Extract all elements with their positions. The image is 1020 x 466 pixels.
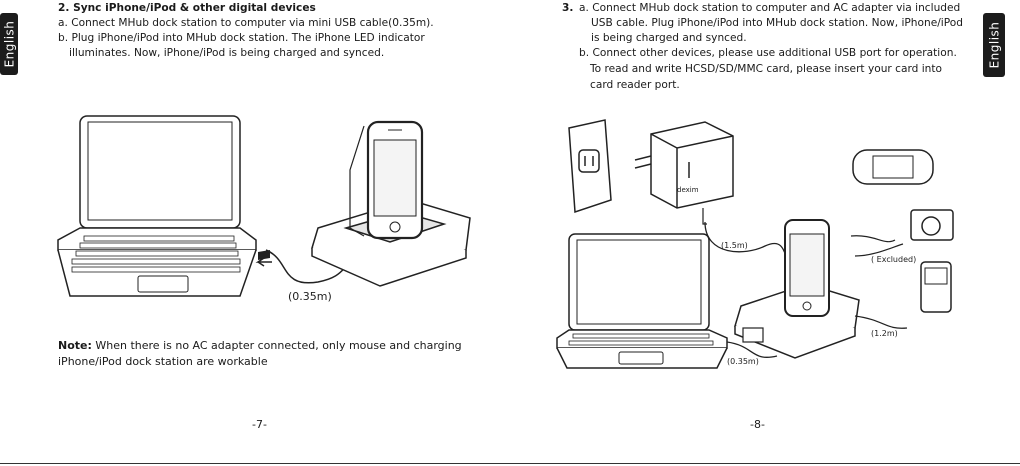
note-line1: Note: When there is no AC adapter connec…: [58, 338, 462, 354]
note-label: Note:: [58, 339, 92, 352]
page-number-left: -7-: [252, 418, 267, 431]
dock-station-illustration: [734, 219, 860, 359]
note-line2: iPhone/iPod dock station are workable: [58, 355, 268, 368]
cable-length-1-5m: (1.5m): [721, 241, 748, 250]
language-tab-label: English: [987, 21, 1001, 69]
connection-illustration: dexim: [556, 119, 954, 369]
step-b-text-line3: card reader port.: [590, 79, 680, 91]
step-number: 3.: [562, 2, 574, 14]
step-b-text-line2: To read and write HCSD/SD/MMC card, plea…: [590, 63, 943, 75]
cable-length-label: (0.35m): [288, 290, 332, 303]
ac-adapter-illustration: [634, 121, 734, 225]
dock-station-illustration: [311, 120, 471, 287]
game-console-illustration: [852, 149, 934, 185]
language-tab-label: English: [2, 20, 16, 68]
step-a-text-line2: USB cable. Plug iPhone/iPod into MHub do…: [591, 17, 963, 29]
step-a-text-line1: a. Connect MHub dock station to computer…: [579, 2, 961, 14]
cable-length-1-2m: (1.2m): [871, 329, 898, 338]
sync-illustration: (0.35m): [57, 115, 471, 303]
laptop-illustration: [57, 115, 257, 297]
camera-illustration: [910, 209, 954, 241]
mobile-phone-illustration: [920, 261, 952, 313]
language-tab-right: English: [983, 13, 1005, 77]
step-a-text: a. Connect MHub dock station to computer…: [58, 17, 434, 29]
wall-outlet-illustration: [568, 119, 612, 214]
step-b-text-line1: b. Plug iPhone/iPod into MHub dock stati…: [58, 32, 425, 44]
cable-length-0-35m: (0.35m): [727, 357, 759, 366]
step-b-text-line1: b. Connect other devices, please use add…: [579, 47, 957, 59]
adapter-brand-label: dexim: [677, 186, 699, 194]
step-b-text-line2: illuminates. Now, iPhone/iPod is being c…: [69, 47, 385, 59]
section-heading: 2. Sync iPhone/iPod & other digital devi…: [58, 2, 316, 14]
language-tab-left: English: [0, 13, 18, 75]
laptop-illustration: [556, 233, 728, 369]
note-text-1: When there is no AC adapter connected, o…: [91, 339, 462, 352]
page-number-right: -8-: [750, 418, 765, 431]
step-a-text-line3: is being charged and synced.: [591, 32, 747, 44]
excluded-cable-label: ( Excluded): [871, 255, 916, 264]
bottom-divider: [0, 463, 1020, 464]
